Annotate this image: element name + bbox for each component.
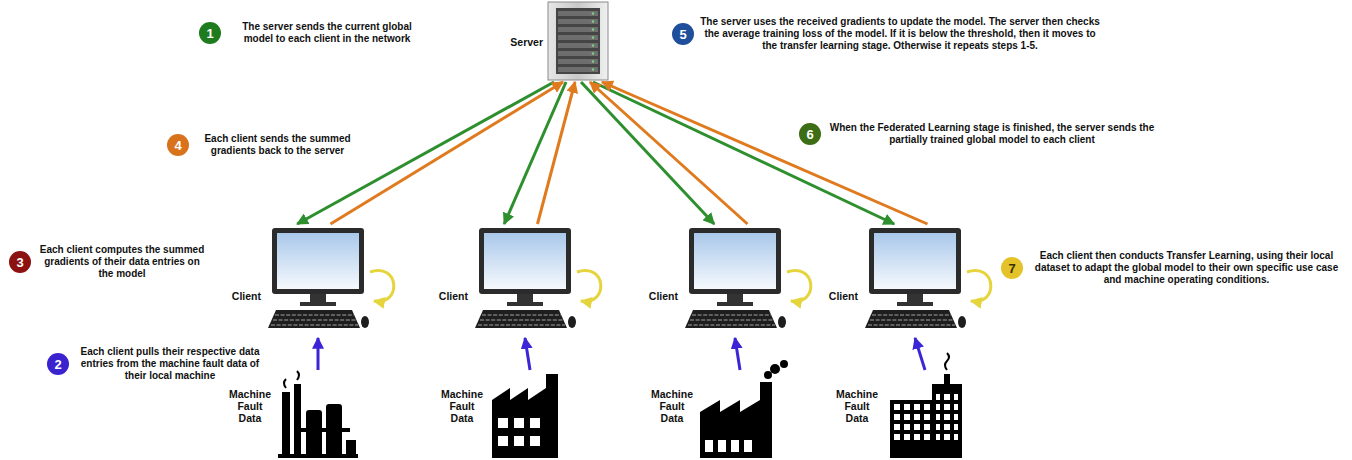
callout-number: 1 bbox=[206, 27, 213, 40]
node-label: Client bbox=[649, 290, 678, 302]
step-description: Each client pulls their respective data … bbox=[75, 346, 265, 382]
step-description: The server uses the received gradients t… bbox=[700, 16, 1100, 52]
client-node: Client bbox=[683, 226, 787, 336]
step-description: Each client sends the summed gradients b… bbox=[195, 133, 360, 157]
client-node: Client bbox=[266, 226, 370, 336]
factory-node: Machine Fault Data bbox=[278, 372, 358, 458]
client-node: Client bbox=[863, 226, 967, 336]
arrow-connector bbox=[915, 338, 925, 370]
arrow-connector bbox=[537, 82, 575, 224]
node-label: Server bbox=[510, 36, 543, 48]
step-callout: 3Each client computes the summed gradien… bbox=[9, 251, 31, 273]
node-label: Client bbox=[439, 290, 468, 302]
client-node: Client bbox=[473, 226, 577, 336]
step-callout: 2Each client pulls their respective data… bbox=[47, 353, 69, 375]
node-label: Machine Fault Data bbox=[834, 388, 880, 424]
arrow-connector bbox=[735, 338, 740, 370]
arrow-connector bbox=[593, 82, 894, 224]
step-callout: 6When the Federated Learning stage is fi… bbox=[799, 123, 821, 145]
arrow-connector bbox=[525, 338, 530, 370]
step-callout: 4Each client sends the summed gradients … bbox=[167, 134, 189, 156]
callout-number: 6 bbox=[806, 128, 813, 141]
callout-number: 7 bbox=[1008, 262, 1015, 275]
step-callout: 5The server uses the received gradients … bbox=[672, 23, 694, 45]
step-callout: 7Each client then conducts Transfer Lear… bbox=[1001, 257, 1023, 279]
step-description: Each client computes the summed gradient… bbox=[37, 244, 207, 280]
server-node: Server bbox=[548, 2, 608, 80]
factory-node: Machine Fault Data bbox=[490, 372, 570, 458]
node-label: Machine Fault Data bbox=[439, 388, 485, 424]
factory-node: Machine Fault Data bbox=[700, 372, 780, 458]
step-description: When the Federated Learning stage is fin… bbox=[827, 122, 1157, 146]
step-description: The server sends the current global mode… bbox=[227, 21, 427, 45]
arrow-connector bbox=[317, 338, 320, 370]
callout-number: 4 bbox=[174, 139, 181, 152]
callout-number: 5 bbox=[679, 28, 686, 41]
node-label: Machine Fault Data bbox=[649, 388, 695, 424]
arrow-connector bbox=[602, 82, 927, 224]
callout-number: 2 bbox=[54, 358, 61, 371]
arrow-connector bbox=[330, 82, 563, 224]
callout-number: 3 bbox=[16, 256, 23, 269]
node-label: Client bbox=[829, 290, 858, 302]
factory-node: Machine Fault Data bbox=[885, 372, 965, 458]
step-callout: 1The server sends the current global mod… bbox=[199, 22, 221, 44]
node-label: Machine Fault Data bbox=[227, 388, 273, 424]
step-description: Each client then conducts Transfer Learn… bbox=[1029, 250, 1344, 286]
node-label: Client bbox=[232, 290, 261, 302]
arrow-connector bbox=[590, 82, 747, 224]
